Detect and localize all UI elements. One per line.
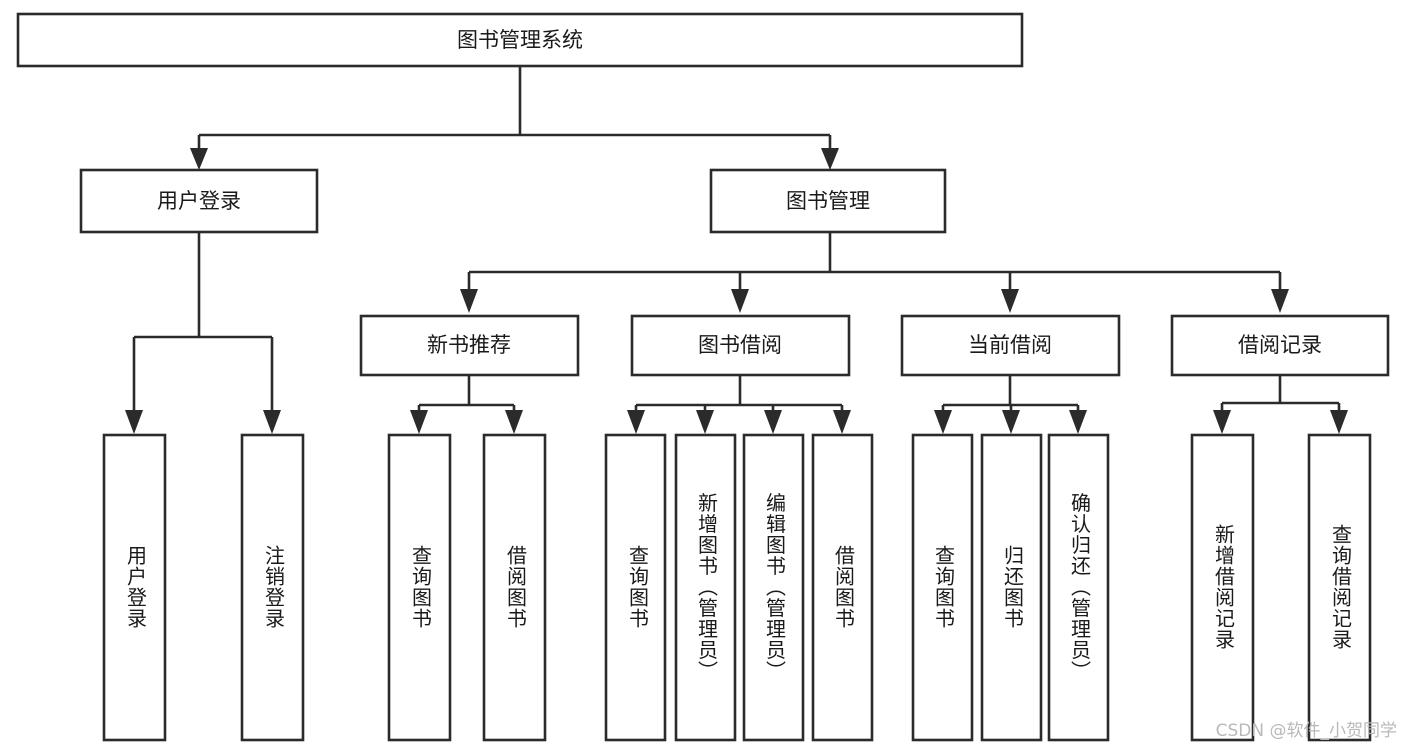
arrow-head-icon: [190, 148, 208, 170]
leaf-borrow-edit-book[interactable]: 编辑图书（管理员）: [742, 433, 805, 742]
node-box-rect: [482, 433, 547, 742]
node-label-current-borrow: 当前借阅: [968, 333, 1052, 357]
node-label-book-management: 图书管理: [786, 189, 870, 213]
leaf-label-query-book: 查询图书: [409, 545, 433, 629]
node-box-rect: [980, 433, 1043, 742]
arrow-head-icon: [1213, 410, 1231, 434]
arrow-head-icon: [263, 410, 281, 434]
node-box-rect: [16, 12, 1024, 68]
node-label-user-login: 用户登录: [157, 189, 241, 213]
leaf-label-edit-book-admin: 编辑图书（管理员）: [763, 492, 787, 681]
node-box-rect: [811, 433, 874, 742]
node-box-rect: [911, 433, 974, 742]
leaf-label-user-login: 用户登录: [124, 545, 148, 629]
leaf-borrow-borrow-book[interactable]: 借阅图书: [811, 433, 874, 742]
leaf-borrow-add-book[interactable]: 新增图书（管理员）: [674, 433, 737, 742]
node-borrow-record[interactable]: 借阅记录: [1170, 314, 1390, 377]
leaf-label-return-book: 归还图书: [1001, 545, 1025, 629]
arrow-head-icon: [1001, 289, 1019, 313]
node-book-management[interactable]: 图书管理: [709, 168, 947, 234]
leaf-user-login-logout[interactable]: 注销登录: [240, 433, 305, 742]
node-current-borrow[interactable]: 当前借阅: [900, 314, 1121, 377]
arrow-head-icon: [1069, 410, 1087, 434]
node-user-login[interactable]: 用户登录: [79, 168, 319, 234]
connector-bookmgmt-to-level3: [460, 232, 1289, 313]
connector-borrow-to-leaves: [627, 375, 851, 434]
node-box-rect: [79, 168, 319, 234]
leaf-label-add-book-admin: 新增图书（管理员）: [695, 492, 719, 681]
leaf-label-logout: 注销登录: [262, 545, 286, 629]
node-box-rect: [1307, 433, 1372, 742]
leaf-user-login-login[interactable]: 用户登录: [102, 433, 167, 742]
leaf-newbook-query[interactable]: 查询图书: [387, 433, 452, 742]
arrow-head-icon: [505, 410, 523, 434]
arrow-head-icon: [627, 410, 645, 434]
node-box-rect: [1047, 433, 1110, 742]
arrow-head-icon: [696, 410, 714, 434]
connector-userlogin-to-leaves: [125, 232, 281, 434]
connector-record-to-leaves: [1213, 375, 1348, 434]
connector-root-to-level2: [190, 66, 839, 170]
leaf-label-borrow-book: 借阅图书: [832, 545, 856, 629]
leaf-current-query[interactable]: 查询图书: [911, 433, 974, 742]
arrow-head-icon: [125, 410, 143, 434]
leaf-current-return[interactable]: 归还图书: [980, 433, 1043, 742]
node-box-rect: [1190, 433, 1255, 742]
arrow-head-icon: [1271, 289, 1289, 313]
arrow-head-icon: [934, 410, 952, 434]
leaf-label-query-book: 查询图书: [932, 545, 956, 629]
node-box-rect: [240, 433, 305, 742]
arrow-head-icon: [1330, 410, 1348, 434]
connector-newbook-to-leaves: [410, 375, 523, 434]
node-box-rect: [674, 433, 737, 742]
node-book-borrow[interactable]: 图书借阅: [630, 314, 851, 377]
leaf-newbook-borrow[interactable]: 借阅图书: [482, 433, 547, 742]
connector-current-to-leaves: [934, 375, 1087, 434]
leaf-record-query[interactable]: 查询借阅记录: [1307, 433, 1372, 742]
arrow-head-icon: [764, 410, 782, 434]
arrow-head-icon: [833, 410, 851, 434]
leaf-record-add[interactable]: 新增借阅记录: [1190, 433, 1255, 742]
node-box-rect: [742, 433, 805, 742]
node-box-rect: [1170, 314, 1390, 377]
node-root-system[interactable]: 图书管理系统: [16, 12, 1024, 68]
node-label-book-borrow: 图书借阅: [698, 333, 782, 357]
node-label-new-book-recommend: 新书推荐: [427, 333, 511, 357]
leaf-label-query-book: 查询图书: [626, 545, 650, 629]
arrow-head-icon: [821, 148, 839, 170]
leaf-label-borrow-book: 借阅图书: [504, 545, 528, 629]
leaf-label-confirm-return-admin: 确认归还（管理员）: [1068, 492, 1092, 681]
node-box-rect: [900, 314, 1121, 377]
leaf-label-query-borrow-record: 查询借阅记录: [1329, 524, 1353, 650]
node-label-borrow-record: 借阅记录: [1238, 333, 1322, 357]
node-label-root: 图书管理系统: [457, 28, 583, 52]
arrow-head-icon: [410, 410, 428, 434]
node-box-rect: [630, 314, 851, 377]
leaf-current-confirm-return[interactable]: 确认归还（管理员）: [1047, 433, 1110, 742]
arrow-head-icon: [1002, 410, 1020, 434]
leaf-label-add-borrow-record: 新增借阅记录: [1212, 524, 1236, 650]
node-box-rect: [102, 433, 167, 742]
arrow-head-icon: [460, 289, 478, 313]
node-box-rect: [359, 314, 580, 377]
leaf-borrow-query[interactable]: 查询图书: [604, 433, 667, 742]
node-box-rect: [387, 433, 452, 742]
node-box-rect: [604, 433, 667, 742]
node-box-rect: [709, 168, 947, 234]
node-new-book-recommend[interactable]: 新书推荐: [359, 314, 580, 377]
arrow-head-icon: [731, 289, 749, 313]
